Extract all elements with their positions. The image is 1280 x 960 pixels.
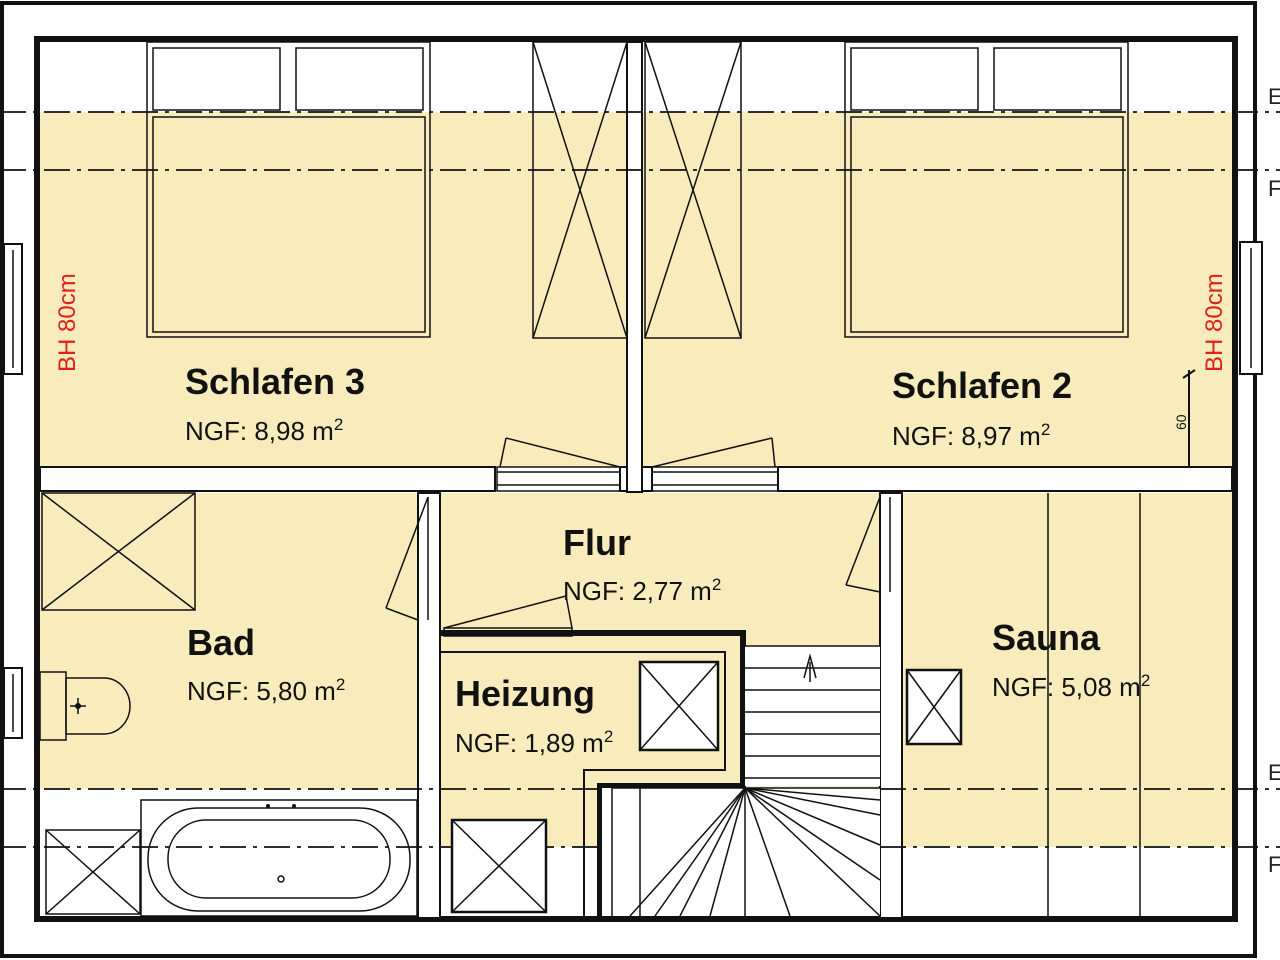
door-sauna — [845, 496, 891, 593]
wardrobe-left — [532, 41, 628, 339]
interior-walls — [39, 41, 1233, 919]
room-area-flur: NGF: 2,77 m2 — [563, 575, 721, 606]
edge-mark: F — [1268, 852, 1280, 877]
shower-bad — [41, 492, 196, 611]
outer-frame — [0, 1, 1257, 958]
door-heizung — [443, 595, 573, 637]
exterior-walls — [34, 36, 1238, 922]
wardrobe-right — [644, 41, 742, 339]
edge-mark: E — [1268, 84, 1280, 109]
room-name-bad: Bad — [187, 622, 255, 663]
bh-label-right: BH 80cm — [1201, 273, 1228, 372]
room-name-schlafen3: Schlafen 3 — [185, 361, 365, 402]
sauna-benches — [1047, 493, 1141, 916]
shaft-heizung — [638, 660, 720, 752]
height-dimension-label: 60 — [1173, 414, 1189, 430]
room-name-sauna: Sauna — [992, 617, 1101, 658]
door-schlafen2 — [651, 437, 779, 492]
windows — [3, 241, 1263, 739]
edge-mark: F — [1268, 176, 1280, 201]
room-area-sauna: NGF: 5,08 m2 — [992, 671, 1150, 702]
room-name-schlafen2: Schlafen 2 — [892, 365, 1072, 406]
room-name-heizung: Heizung — [455, 673, 595, 714]
sauna-shaft — [905, 668, 963, 746]
shaft-bad — [45, 829, 141, 915]
bathtub — [140, 799, 418, 917]
staircase — [602, 645, 881, 917]
height-dimension: 60 — [1173, 369, 1196, 467]
door-schlafen3 — [496, 437, 621, 492]
door-bad — [385, 496, 429, 621]
room-area-schlafen2: NGF: 8,97 m2 — [892, 420, 1050, 451]
room-area-bad: NGF: 5,80 m2 — [187, 675, 345, 706]
room-area-heizung: NGF: 1,89 m2 — [455, 727, 613, 758]
toilet — [39, 671, 131, 741]
bed-schlafen3 — [146, 41, 431, 338]
room-area-schlafen3: NGF: 8,98 m2 — [185, 415, 343, 446]
room-name-flur: Flur — [563, 522, 631, 563]
edge-marks: E F E F — [1268, 84, 1280, 877]
edge-mark: E — [1268, 760, 1280, 785]
bh-label-left: BH 80cm — [54, 273, 81, 372]
shaft-flur — [450, 818, 548, 914]
bed-schlafen2 — [844, 41, 1129, 338]
